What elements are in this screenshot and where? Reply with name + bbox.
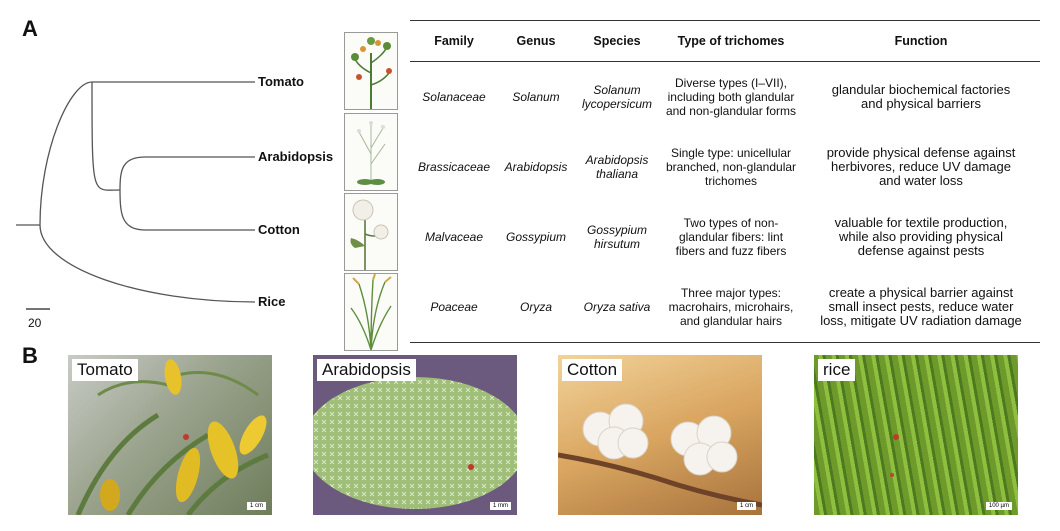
table-header-row: Family Genus Species Type of trichomes F… — [410, 20, 1040, 62]
cotton-plant-illustration — [344, 193, 398, 271]
cell-genus: Gossypium — [505, 230, 567, 244]
tree-leaf-tomato: Tomato — [258, 74, 304, 89]
tree-node-arab-cotton-down — [119, 189, 255, 231]
header-trichome-type: Type of trichomes — [660, 20, 802, 62]
cell-genus: Solanum — [512, 90, 560, 104]
scale-bar-arabidopsis: 1 mm — [490, 502, 511, 510]
photo-label-tomato: Tomato — [72, 359, 138, 381]
scale-bar-rice: 100 µm — [985, 502, 1012, 510]
cell-trichome-type: Three major types:macrohairs, microhairs… — [660, 272, 802, 343]
cell-family: Poaceae — [410, 272, 498, 343]
tree-node-root-to-rice — [39, 224, 256, 303]
tomato-plant-illustration — [344, 32, 398, 110]
trichome-comparison-table: Family Genus Species Type of trichomes F… — [410, 20, 1040, 343]
phylogenetic-tree: Tomato Arabidopsis Cotton Rice 20 — [16, 74, 333, 330]
panel-b-label: B — [22, 343, 38, 368]
rice-leaf-trichome-photo: rice 100 µm — [814, 355, 1018, 515]
arabidopsis-trichome-photo: Arabidopsis 1 mm — [313, 355, 517, 515]
scale-bar-cotton: 1 cm — [736, 502, 756, 510]
cell-genus: Oryza — [498, 272, 574, 343]
table-row: Poaceae Oryza Oryza sativa Three major t… — [410, 272, 1040, 343]
tree-leaf-arabidopsis: Arabidopsis — [258, 149, 333, 164]
arabidopsis-plant-illustration — [344, 113, 398, 191]
cell-family: Malvaceae — [424, 230, 484, 244]
header-species: Species — [574, 20, 660, 62]
cell-family: Brassicaceae — [417, 160, 491, 174]
cell-species: Oryza sativa — [574, 272, 660, 343]
cell-genus: Arabidopsis — [504, 160, 568, 174]
scale-bar-tomato: 1 cm — [246, 502, 266, 510]
tree-node-arab-cotton-up — [119, 156, 255, 191]
rice-plant-illustration — [344, 273, 398, 351]
photo-label-rice: rice — [818, 359, 856, 381]
tree-leaf-cotton: Cotton — [258, 222, 300, 237]
cell-function: valuable for textile production,while al… — [834, 215, 1008, 258]
photo-label-arabidopsis: Arabidopsis — [317, 359, 416, 381]
tree-node-inner — [91, 81, 121, 191]
tree-node-root — [39, 81, 93, 226]
cell-family: Solanaceae — [422, 90, 486, 104]
panel-a-label: A — [22, 16, 38, 41]
tomato-trichome-photo: Tomato 1 cm — [68, 355, 272, 515]
tree-leaf-rice: Rice — [258, 294, 285, 309]
photo-label-cotton: Cotton — [562, 359, 623, 381]
cell-trichome-type: Diverse types (I–VII),including both gla… — [665, 76, 797, 118]
header-genus: Genus — [498, 20, 574, 62]
header-function: Function — [802, 20, 1040, 62]
tree-scale-label: 20 — [28, 316, 42, 330]
header-family: Family — [410, 20, 498, 62]
cotton-boll-photo: Cotton 1 cm — [558, 355, 762, 515]
